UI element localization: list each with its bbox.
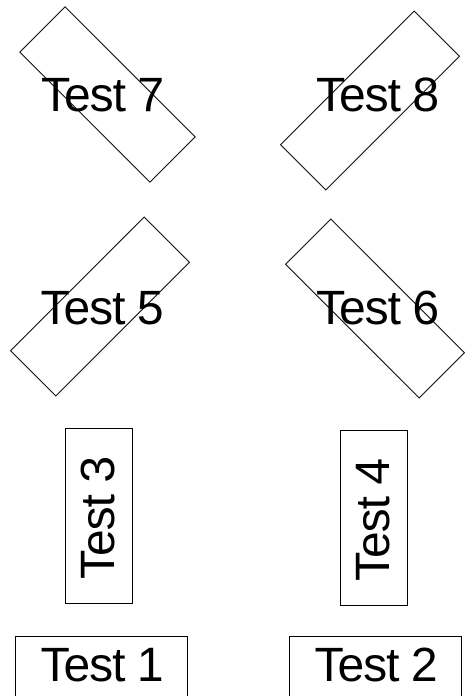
test-2-box: [289, 636, 462, 696]
test-6-label: Test 6: [315, 282, 439, 335]
test-3-box: [65, 428, 133, 604]
test-2-label: Test 2: [314, 639, 437, 692]
test-7-label: Test 7: [40, 69, 164, 122]
test-3-label: Test 3: [72, 456, 125, 580]
test-1-label: Test 1: [40, 639, 163, 692]
test-4-label: Test 4: [347, 458, 400, 582]
test-4-box: [340, 430, 408, 606]
test-5-label: Test 5: [40, 282, 163, 335]
test-8-label: Test 8: [315, 69, 439, 122]
test-1-box: [15, 636, 188, 696]
